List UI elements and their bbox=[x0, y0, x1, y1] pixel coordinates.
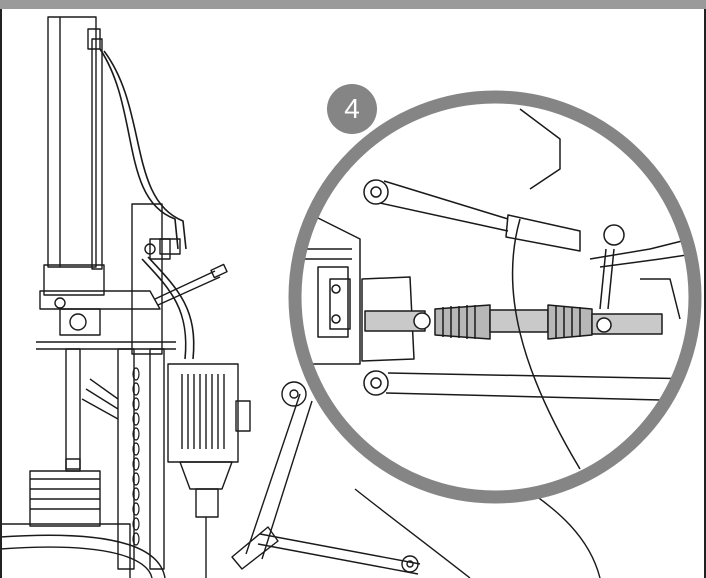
lower-frame bbox=[0, 348, 166, 578]
valve-bracket bbox=[131, 203, 181, 355]
chain bbox=[132, 367, 140, 546]
work-table bbox=[36, 264, 176, 350]
machine-illustration bbox=[0, 16, 702, 578]
control-lever bbox=[154, 263, 228, 306]
step-number-badge: 4 bbox=[327, 84, 377, 134]
right-frame-edge bbox=[704, 9, 706, 578]
hitch-links bbox=[231, 381, 421, 575]
callout-detail bbox=[288, 90, 702, 504]
hydraulic-hoses bbox=[99, 48, 195, 360]
vertical-column bbox=[47, 16, 103, 270]
callout-ring bbox=[288, 90, 702, 504]
top-bar bbox=[0, 0, 706, 9]
electric-motor bbox=[167, 363, 251, 578]
left-frame-edge bbox=[0, 9, 2, 578]
